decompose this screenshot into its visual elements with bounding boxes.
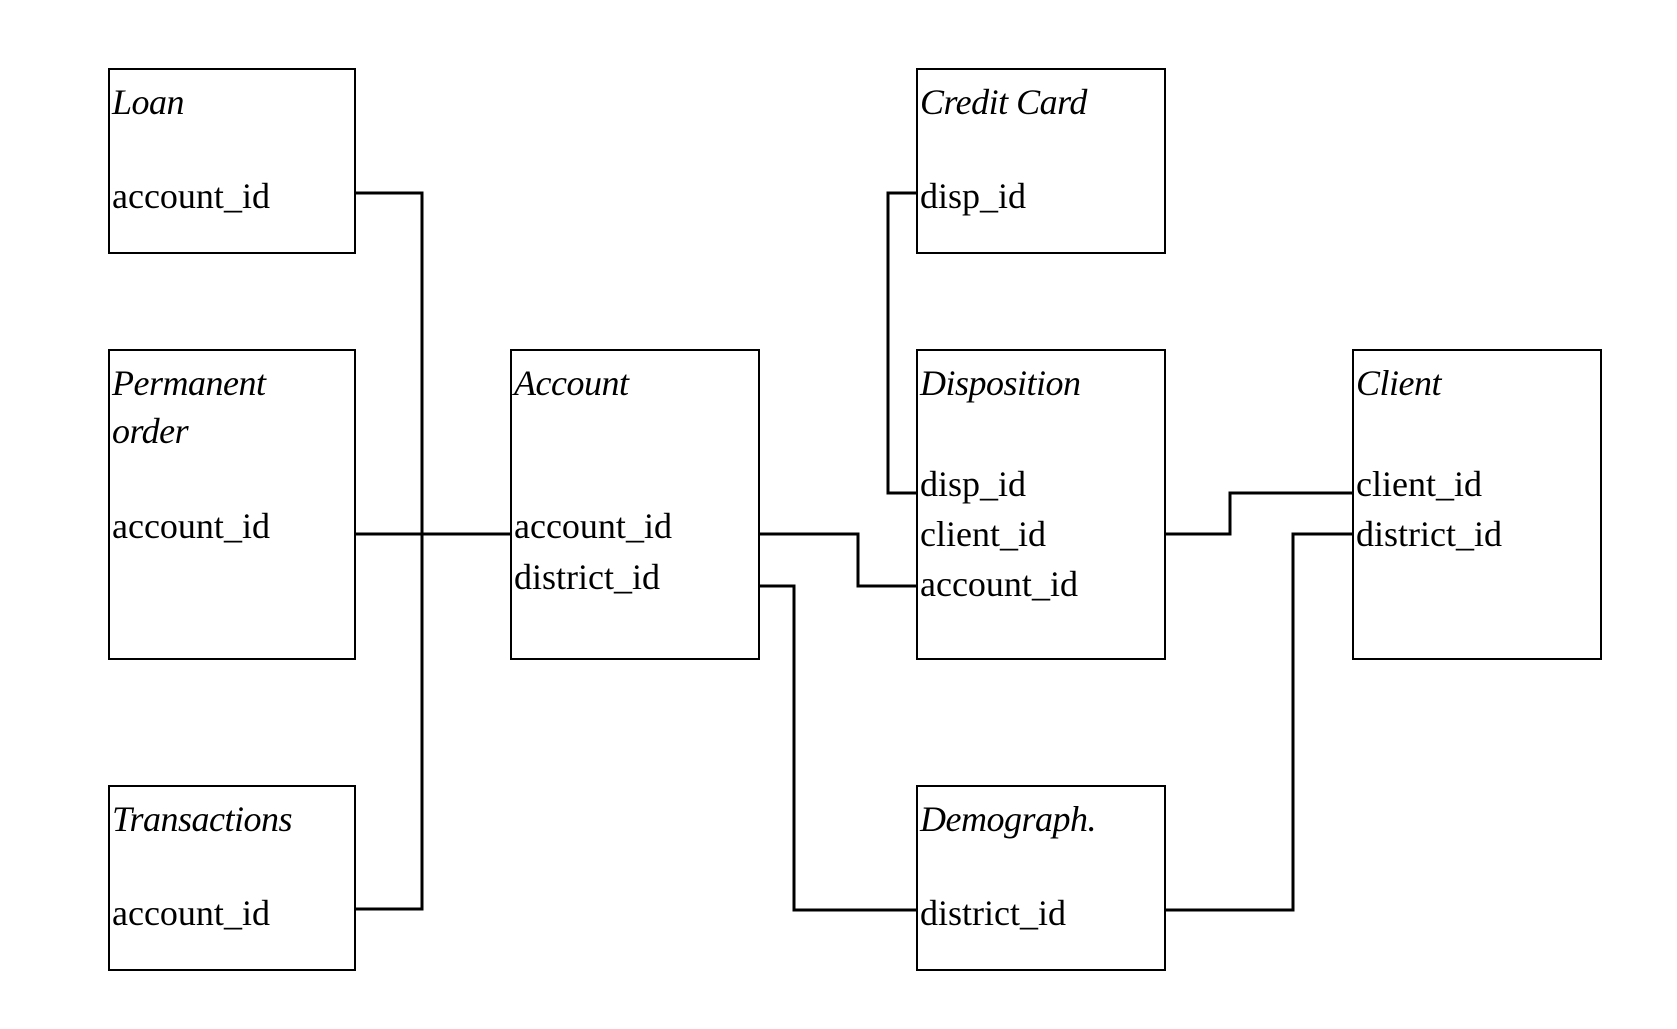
field-demograph-district-id: district_id <box>920 893 1066 933</box>
entity-client: Client client_id district_id <box>1352 349 1602 660</box>
field-transactions-account-id: account_id <box>112 893 270 933</box>
field-disposition-client-id: client_id <box>920 514 1046 554</box>
entity-credit-card: Credit Card disp_id <box>916 68 1166 254</box>
entity-demograph: Demograph. district_id <box>916 785 1166 971</box>
field-account-account-id: account_id <box>514 506 672 546</box>
entity-credit-card-title: Credit Card <box>920 82 1087 122</box>
connector-account-to-disposition <box>728 532 918 588</box>
entity-transactions: Transactions account_id <box>108 785 356 971</box>
entity-account-title: Account <box>514 363 629 403</box>
entity-demograph-title: Demograph. <box>920 799 1096 839</box>
entity-disposition-title: Disposition <box>920 363 1081 403</box>
entity-account: Account account_id district_id <box>510 349 760 660</box>
field-client-district-id: district_id <box>1356 514 1502 554</box>
entity-loan: Loan account_id <box>108 68 356 254</box>
field-disposition-disp-id: disp_id <box>920 464 1027 504</box>
connector-creditcard-to-disposition <box>886 191 918 495</box>
entity-transactions-title: Transactions <box>112 799 293 839</box>
field-loan-account-id: account_id <box>112 176 270 216</box>
connector-transactions-to-account <box>330 534 424 911</box>
entity-disposition: Disposition disp_id client_id account_id <box>916 349 1166 660</box>
field-account-district-id: district_id <box>514 557 660 597</box>
entity-permanent-order-title: Permanent order <box>112 363 266 451</box>
entity-loan-title: Loan <box>112 82 185 122</box>
field-credit-card-disp-id: disp_id <box>920 176 1027 216</box>
field-permanent-order-account-id: account_id <box>112 506 270 546</box>
connector-account-to-demograph <box>728 584 918 912</box>
entity-client-title: Client <box>1356 363 1442 403</box>
connector-loan-to-account <box>330 191 424 534</box>
field-client-client-id: client_id <box>1356 464 1482 504</box>
connector-disposition-to-client <box>1106 491 1354 536</box>
field-disposition-account-id: account_id <box>920 564 1078 604</box>
entity-permanent-order: Permanent order account_id <box>108 349 356 660</box>
connector-demograph-to-client <box>1136 532 1354 912</box>
